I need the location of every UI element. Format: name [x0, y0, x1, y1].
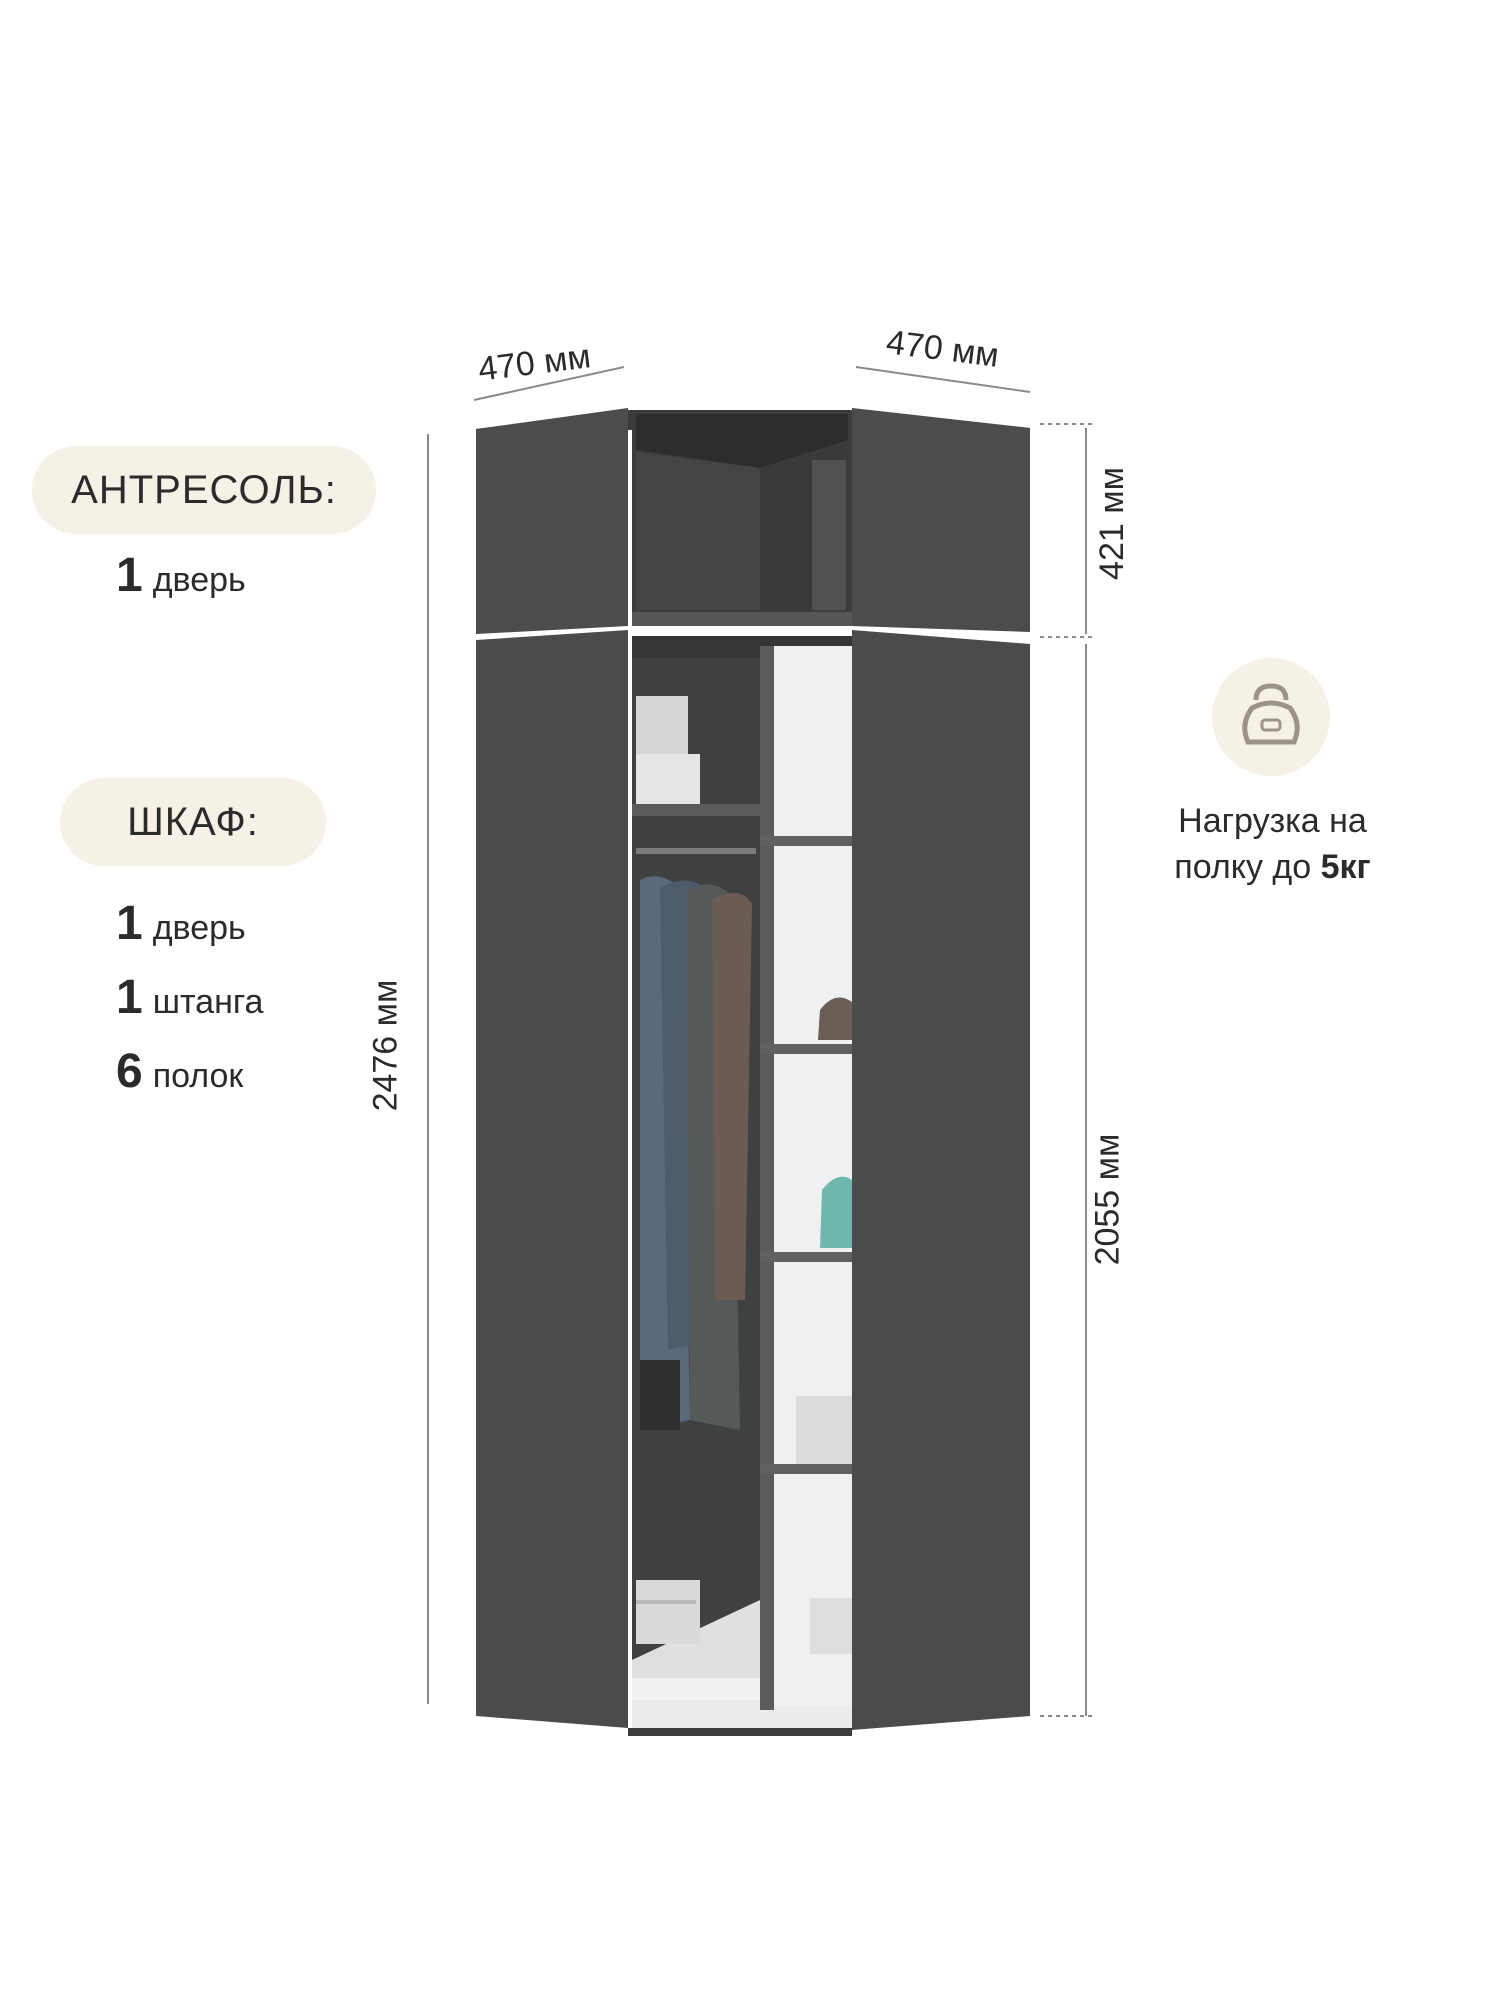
kettlebell-icon	[1212, 658, 1330, 776]
wardrobe-shelves-spec: 6 полок	[116, 1045, 244, 1098]
mezzanine-label: АНТРЕСОЛЬ:	[71, 467, 337, 512]
wardrobe-label-pill: ШКАФ:	[60, 778, 326, 866]
wardrobe-label: ШКАФ:	[127, 799, 259, 844]
hanging-rod	[636, 848, 756, 854]
dimension-lines	[427, 366, 1095, 1717]
dim-mezzanine-height: 421 мм	[1092, 467, 1131, 580]
top-shelf-left	[632, 804, 760, 816]
wardrobe-door-spec: 1 дверь	[116, 897, 246, 950]
dim-wardrobe-height: 2055 мм	[1088, 1133, 1127, 1266]
mezzanine-label-pill: АНТРЕСОЛЬ:	[32, 446, 376, 534]
mezzanine-left-door	[476, 408, 628, 634]
mezzanine-door-spec: 1 дверь	[116, 549, 246, 602]
shelving-compartment	[760, 646, 852, 1706]
wardrobe-right-door	[852, 630, 1030, 1730]
wardrobe-left-door	[476, 630, 628, 1728]
shelves	[760, 836, 852, 1474]
mezzanine-right-door	[852, 408, 1030, 632]
shelf-load-text: Нагрузка на полку до 5кг	[1174, 802, 1371, 886]
wardrobe-rod-spec: 1 штанга	[116, 971, 264, 1024]
dim-total-height: 2476 мм	[366, 979, 405, 1112]
hanging-clothes	[640, 876, 752, 1430]
